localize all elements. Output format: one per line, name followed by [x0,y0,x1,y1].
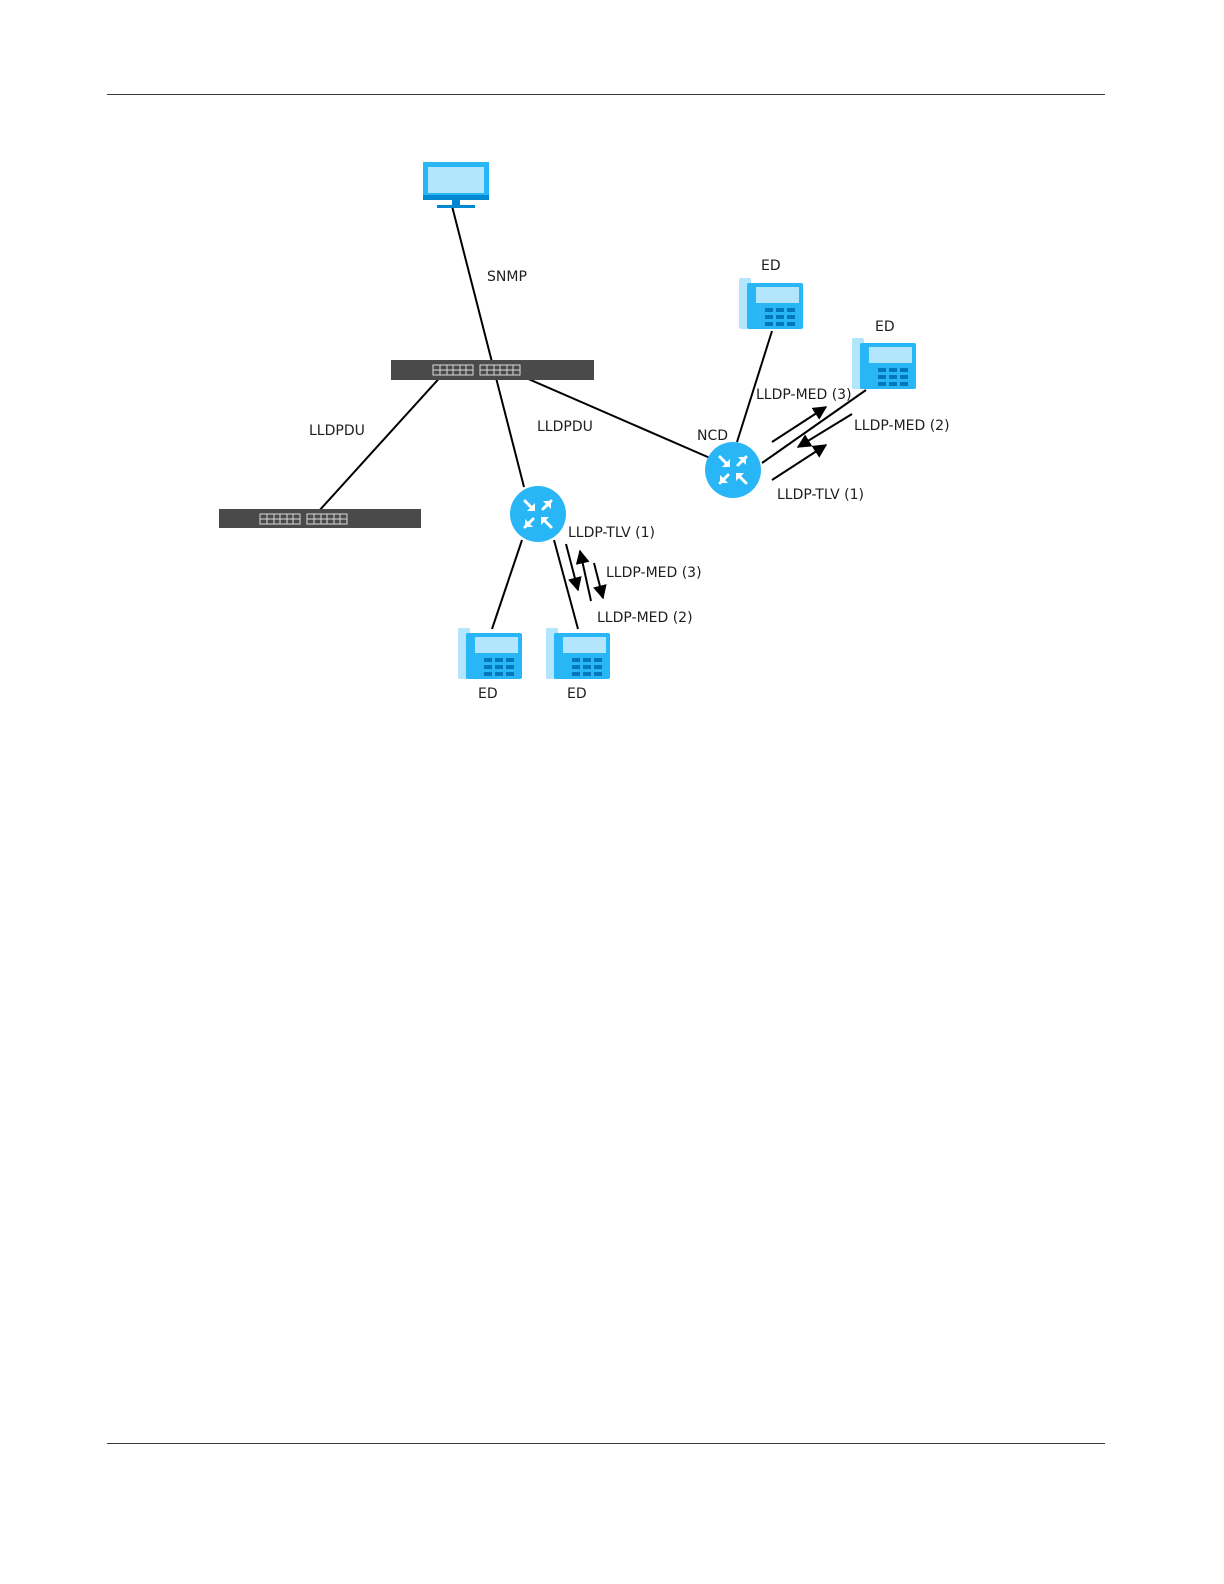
label-lldpdu-left: LLDPDU [309,423,365,439]
label-bottom-lldp-med-2: LLDP-MED (2) [597,610,693,626]
label-right-lldp-tlv-1: LLDP-TLV (1) [777,487,864,503]
label-snmp: SNMP [487,269,527,285]
label-lldpdu-center: LLDPDU [537,419,593,435]
connection-lines [318,206,866,629]
label-ed-right: ED [875,319,895,335]
network-switch-icon [219,509,421,528]
label-ed-top: ED [761,258,781,274]
label-ed-bottom-right: ED [567,686,587,702]
label-right-lldp-med-2: LLDP-MED (2) [854,418,950,434]
label-ed-bottom-left: ED [478,686,498,702]
link-router-ed-right [554,540,578,629]
label-ncd: NCD [697,428,728,444]
ip-phone-icon [739,278,803,329]
arrow-bottom-tlv1 [566,544,578,590]
network-switch-icon [391,360,594,380]
link-switch-ncd [510,371,710,458]
label-bottom-lldp-med-3: LLDP-MED (3) [606,565,702,581]
link-router-ed-left [492,540,522,629]
monitor-icon [423,162,489,208]
label-right-lldp-med-3: LLDP-MED (3) [756,387,852,403]
label-bottom-lldp-tlv-1: LLDP-TLV (1) [568,525,655,541]
ip-phone-icon [458,628,522,679]
arrow-bottom-med2 [594,563,603,598]
arrow-bottom-med3 [580,551,591,601]
router-icon [705,442,761,498]
link-switch-switch [318,373,444,512]
ip-phone-icon [852,338,916,389]
link-monitor-router [452,206,524,487]
router-icon [510,486,566,542]
ip-phone-icon [546,628,610,679]
